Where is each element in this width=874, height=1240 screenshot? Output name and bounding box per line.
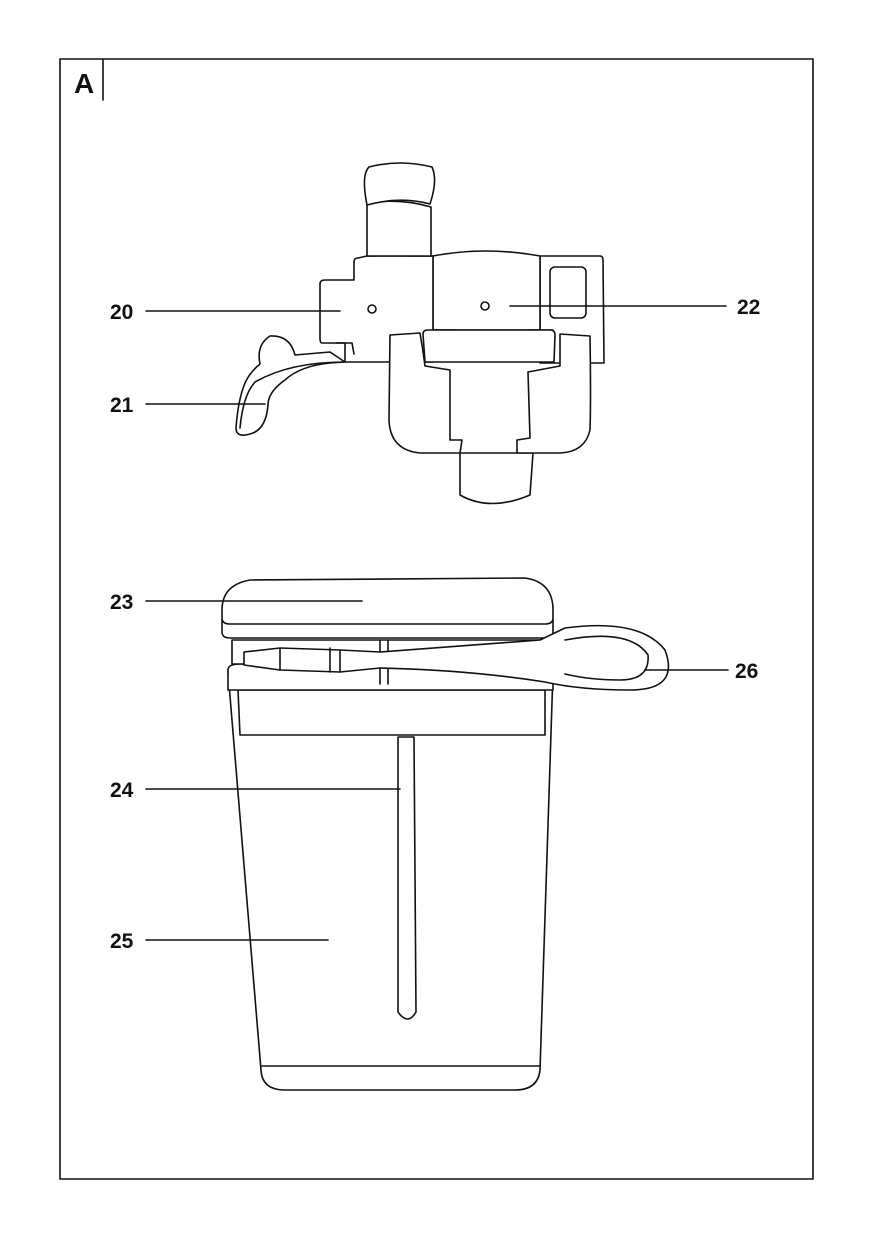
leader-lines [145, 305, 729, 941]
bracket-top [422, 329, 556, 363]
callout-22: 22 [737, 296, 760, 319]
window [549, 266, 587, 319]
figure-frame [59, 58, 814, 1180]
container-assembly [221, 577, 670, 1091]
clamp-right [516, 333, 592, 454]
suction-tube [397, 736, 417, 1020]
tube [366, 200, 432, 257]
callout-24: 24 [110, 779, 134, 802]
callout-20: 20 [110, 301, 133, 324]
screw-right [480, 301, 490, 311]
hose [243, 624, 670, 691]
lid [221, 577, 554, 625]
screw-left [367, 304, 377, 314]
container-body [227, 671, 554, 1091]
callout-25: 25 [110, 930, 134, 953]
lever-shape [235, 335, 346, 436]
clamp-left [388, 332, 463, 454]
outlet-assembly [235, 162, 605, 505]
mid-body [432, 250, 541, 331]
callout-21: 21 [110, 394, 134, 417]
callout-23: 23 [110, 591, 133, 614]
panel-letter: A [74, 68, 94, 99]
cap [363, 162, 436, 206]
callout-26: 26 [735, 660, 758, 683]
spout [459, 452, 534, 505]
